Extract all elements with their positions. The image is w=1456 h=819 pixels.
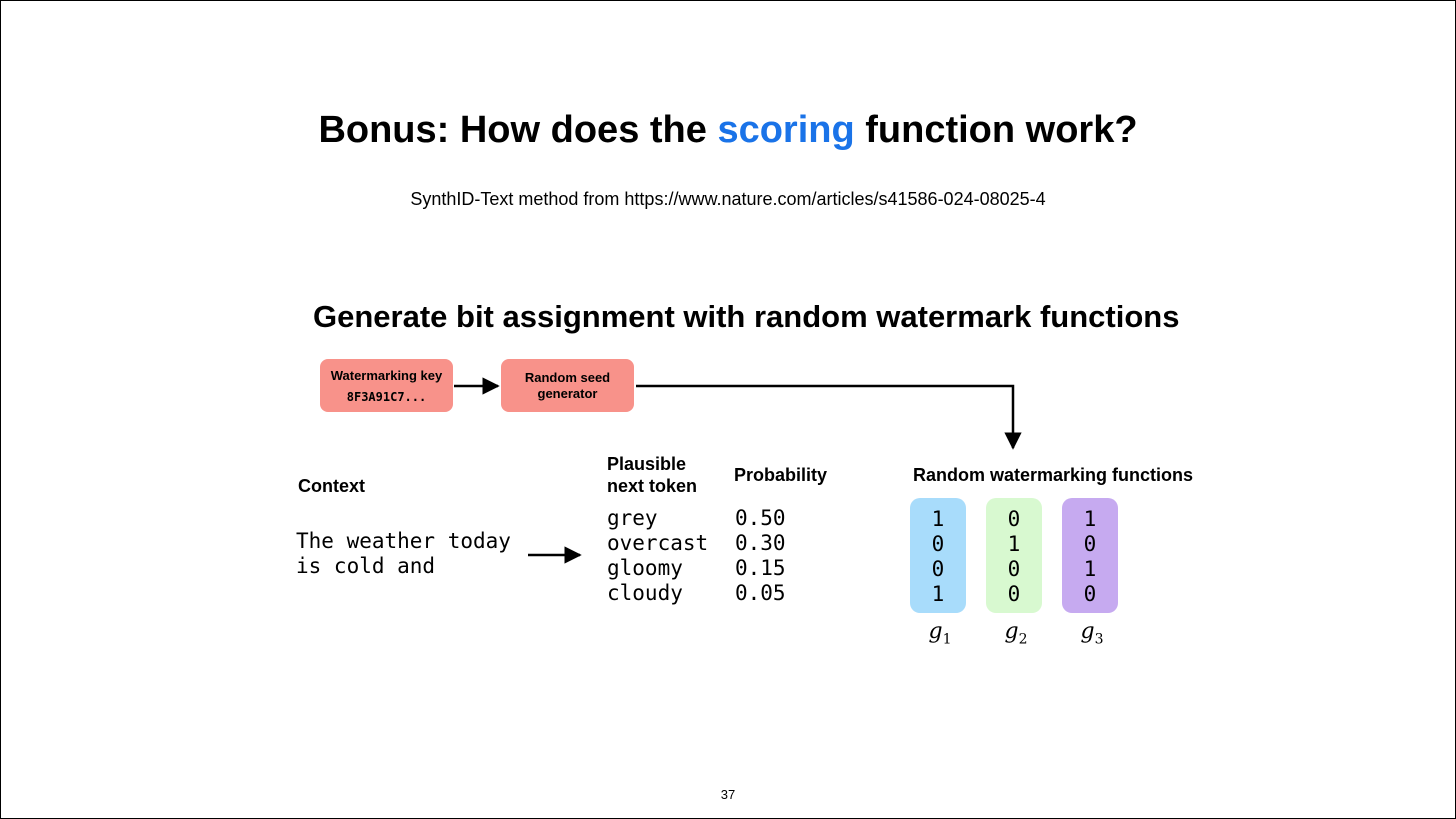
prob-grey: 0.50: [735, 506, 786, 530]
g1-bit: 1: [931, 582, 945, 606]
title-prefix: Bonus: How does the: [318, 109, 718, 151]
g2-bit: 0: [1007, 507, 1021, 531]
token-gloomy: gloomy: [607, 556, 683, 580]
g2-bit: 0: [1007, 557, 1021, 581]
context-text: The weather today is cold and: [296, 529, 511, 578]
token-grey: grey: [607, 506, 658, 530]
section-heading: Generate bit assignment with random wate…: [313, 299, 1180, 334]
probability-header: Probability: [734, 465, 828, 485]
prob-overcast: 0.30: [735, 531, 786, 555]
token-cloudy: cloudy: [607, 581, 683, 605]
g3-bit: 1: [1083, 507, 1097, 531]
watermarking-functions-header: Random watermarking functions: [913, 465, 1194, 485]
watermarking-key-value: 8F3A91C7...: [346, 390, 427, 404]
page-number: 37: [720, 787, 736, 802]
context-header: Context: [298, 476, 365, 496]
g1-label: g1: [928, 619, 952, 648]
function-g3-column: 1 0 1 0: [1062, 498, 1118, 613]
plausible-next-token-header: Plausible next token: [607, 454, 698, 496]
random-seed-generator-label: Random seed generator: [524, 369, 611, 401]
source-citation: SynthID-Text method from https://www.nat…: [410, 189, 1046, 209]
title-highlight: scoring: [717, 109, 855, 151]
watermarking-key-box: Watermarking key 8F3A91C7...: [320, 359, 453, 412]
g1-bit: 0: [931, 557, 945, 581]
g3-bit: 0: [1083, 532, 1097, 556]
g3-label: g3: [1080, 619, 1104, 648]
random-seed-generator-box: Random seed generator: [501, 359, 634, 412]
g3-bit: 1: [1083, 557, 1097, 581]
watermarking-key-label: Watermarking key: [330, 368, 443, 383]
title-suffix: function work?: [854, 109, 1138, 151]
slide-title: Bonus: How does the scoring function wor…: [1, 109, 1455, 152]
g3-bit: 0: [1083, 582, 1097, 606]
g1-bit: 0: [931, 532, 945, 556]
prob-gloomy: 0.15: [735, 556, 786, 580]
function-g2-column: 0 1 0 0: [986, 498, 1042, 613]
g2-bit: 1: [1007, 532, 1021, 556]
seed-to-functions-arrow: [636, 384, 1022, 450]
prob-cloudy: 0.05: [735, 581, 786, 605]
g2-bit: 0: [1007, 582, 1021, 606]
g2-label: g2: [1004, 619, 1028, 648]
g1-bit: 1: [931, 507, 945, 531]
function-g1-column: 1 0 0 1: [910, 498, 966, 613]
token-overcast: overcast: [607, 531, 709, 555]
